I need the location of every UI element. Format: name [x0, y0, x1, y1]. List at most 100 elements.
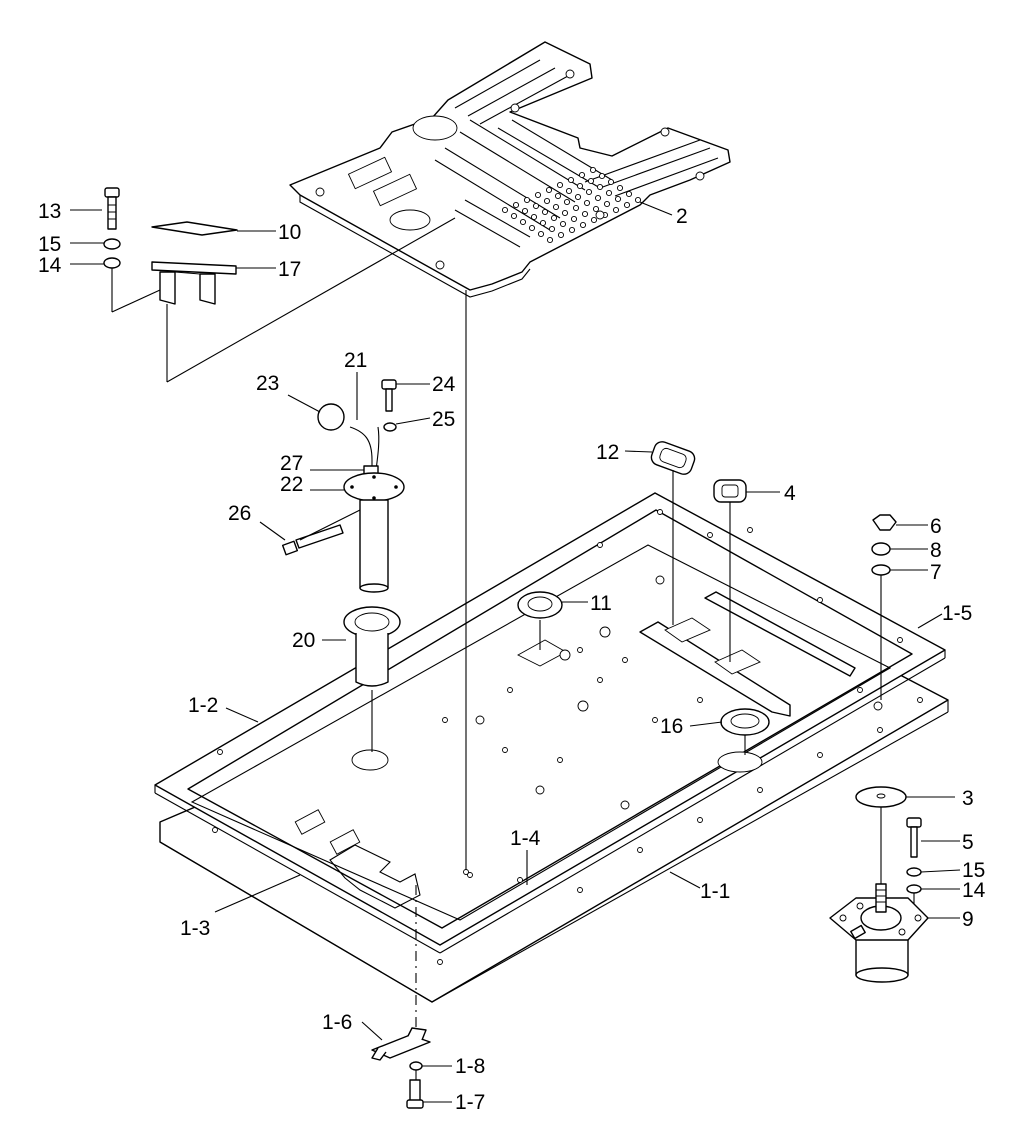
perforation-hole [574, 193, 582, 201]
perforation-hole [589, 166, 597, 174]
perforation-hole [557, 231, 565, 239]
perforation-hole [567, 176, 575, 184]
pad-10 [151, 221, 238, 236]
leader-lines [70, 201, 961, 1103]
frame [154, 492, 946, 965]
perforation-hole [528, 224, 536, 232]
fuel-neck-20 [343, 606, 401, 687]
bolt-1-7 [406, 1079, 424, 1109]
label-16: 16 [660, 715, 683, 738]
sender-unit-22 [343, 465, 405, 593]
perforation-hole [594, 194, 602, 202]
washer-25 [383, 422, 397, 432]
perforation-hole [561, 209, 569, 217]
washer-15a [103, 238, 121, 250]
perforation-hole [570, 215, 578, 223]
perforation-hole [583, 199, 591, 207]
perforation-hole [596, 183, 604, 191]
perforation-hole [578, 171, 586, 179]
sender-arm-21 [349, 426, 373, 470]
floor-mat [289, 41, 731, 298]
perforation-hole [534, 191, 542, 199]
label-8: 8 [930, 539, 942, 562]
perforation-hole [590, 216, 598, 224]
label-15a: 15 [38, 233, 61, 256]
label-20: 20 [292, 629, 315, 652]
label-26: 26 [228, 502, 251, 525]
washer-14b [906, 884, 922, 894]
perforation-hole [530, 213, 538, 221]
label-1-4: 1-4 [510, 827, 541, 850]
label-1-1: 1-1 [700, 880, 730, 903]
perforation-hole [603, 200, 611, 208]
perforation-hole [552, 203, 560, 211]
perforation-hole [592, 205, 600, 213]
perforation-hole [519, 218, 527, 226]
grommet-4 [713, 479, 747, 503]
perforation-hole [572, 204, 580, 212]
screw-26 [281, 524, 344, 556]
perforation-hole [554, 192, 562, 200]
washer-1-8 [409, 1061, 423, 1071]
label-1-3: 1-3 [180, 917, 210, 940]
grommet-16 [720, 708, 770, 736]
label-1-5: 1-5 [942, 602, 972, 625]
perforation-hole [568, 226, 576, 234]
perforation-hole [579, 221, 587, 229]
perforation-hole [625, 190, 633, 198]
label-1-2: 1-2 [188, 694, 218, 717]
perforation-hole [501, 206, 509, 214]
label-27: 27 [280, 452, 303, 475]
bracket-17 [151, 261, 237, 305]
label-4: 4 [784, 482, 796, 505]
perforation-hole [585, 188, 593, 196]
label-9: 9 [962, 908, 974, 931]
perforation-hole [576, 182, 584, 190]
label-25: 25 [432, 408, 455, 431]
float-ball-23 [317, 403, 345, 431]
perforation-hole [563, 198, 571, 206]
perforation-hole [581, 210, 589, 218]
bolt-24 [381, 379, 397, 412]
perforation-hole [605, 189, 613, 197]
perforation-hole [543, 197, 551, 205]
perforation-hole [614, 195, 622, 203]
perforation-hole [546, 236, 554, 244]
bolt-5 [906, 817, 922, 858]
label-2: 2 [676, 205, 688, 228]
mount-9 [829, 883, 929, 983]
clip-1-6 [371, 1027, 431, 1061]
grommet-11 [517, 591, 563, 619]
label-21: 21 [344, 349, 367, 372]
label-6: 6 [930, 515, 942, 538]
perforation-hole [623, 201, 631, 209]
label-23: 23 [256, 372, 279, 395]
label-1-8: 1-8 [455, 1055, 485, 1078]
washer-7 [871, 564, 891, 576]
perforation-hole [550, 214, 558, 222]
label-7: 7 [930, 561, 942, 584]
label-1-6: 1-6 [322, 1011, 352, 1034]
perforation-hole [598, 172, 606, 180]
label-24: 24 [432, 373, 456, 396]
perforation-hole [607, 178, 615, 186]
label-11: 11 [590, 592, 612, 615]
bolt-13 [104, 187, 120, 230]
washer-8 [871, 542, 891, 556]
label-12: 12 [596, 441, 619, 464]
label-22: 22 [280, 473, 303, 496]
label-10: 10 [278, 221, 301, 244]
grommet-12 [650, 441, 696, 475]
label-14b: 14 [962, 879, 986, 902]
label-5: 5 [962, 831, 974, 854]
label-3: 3 [962, 787, 974, 810]
perforation-hole [634, 196, 642, 204]
perforation-hole [521, 207, 529, 215]
perforation-hole [548, 225, 556, 233]
perforation-hole [559, 220, 567, 228]
perforation-hole [510, 212, 518, 220]
perforation-grid [501, 166, 642, 244]
washer-15b [906, 867, 922, 877]
perforation-hole [587, 177, 595, 185]
